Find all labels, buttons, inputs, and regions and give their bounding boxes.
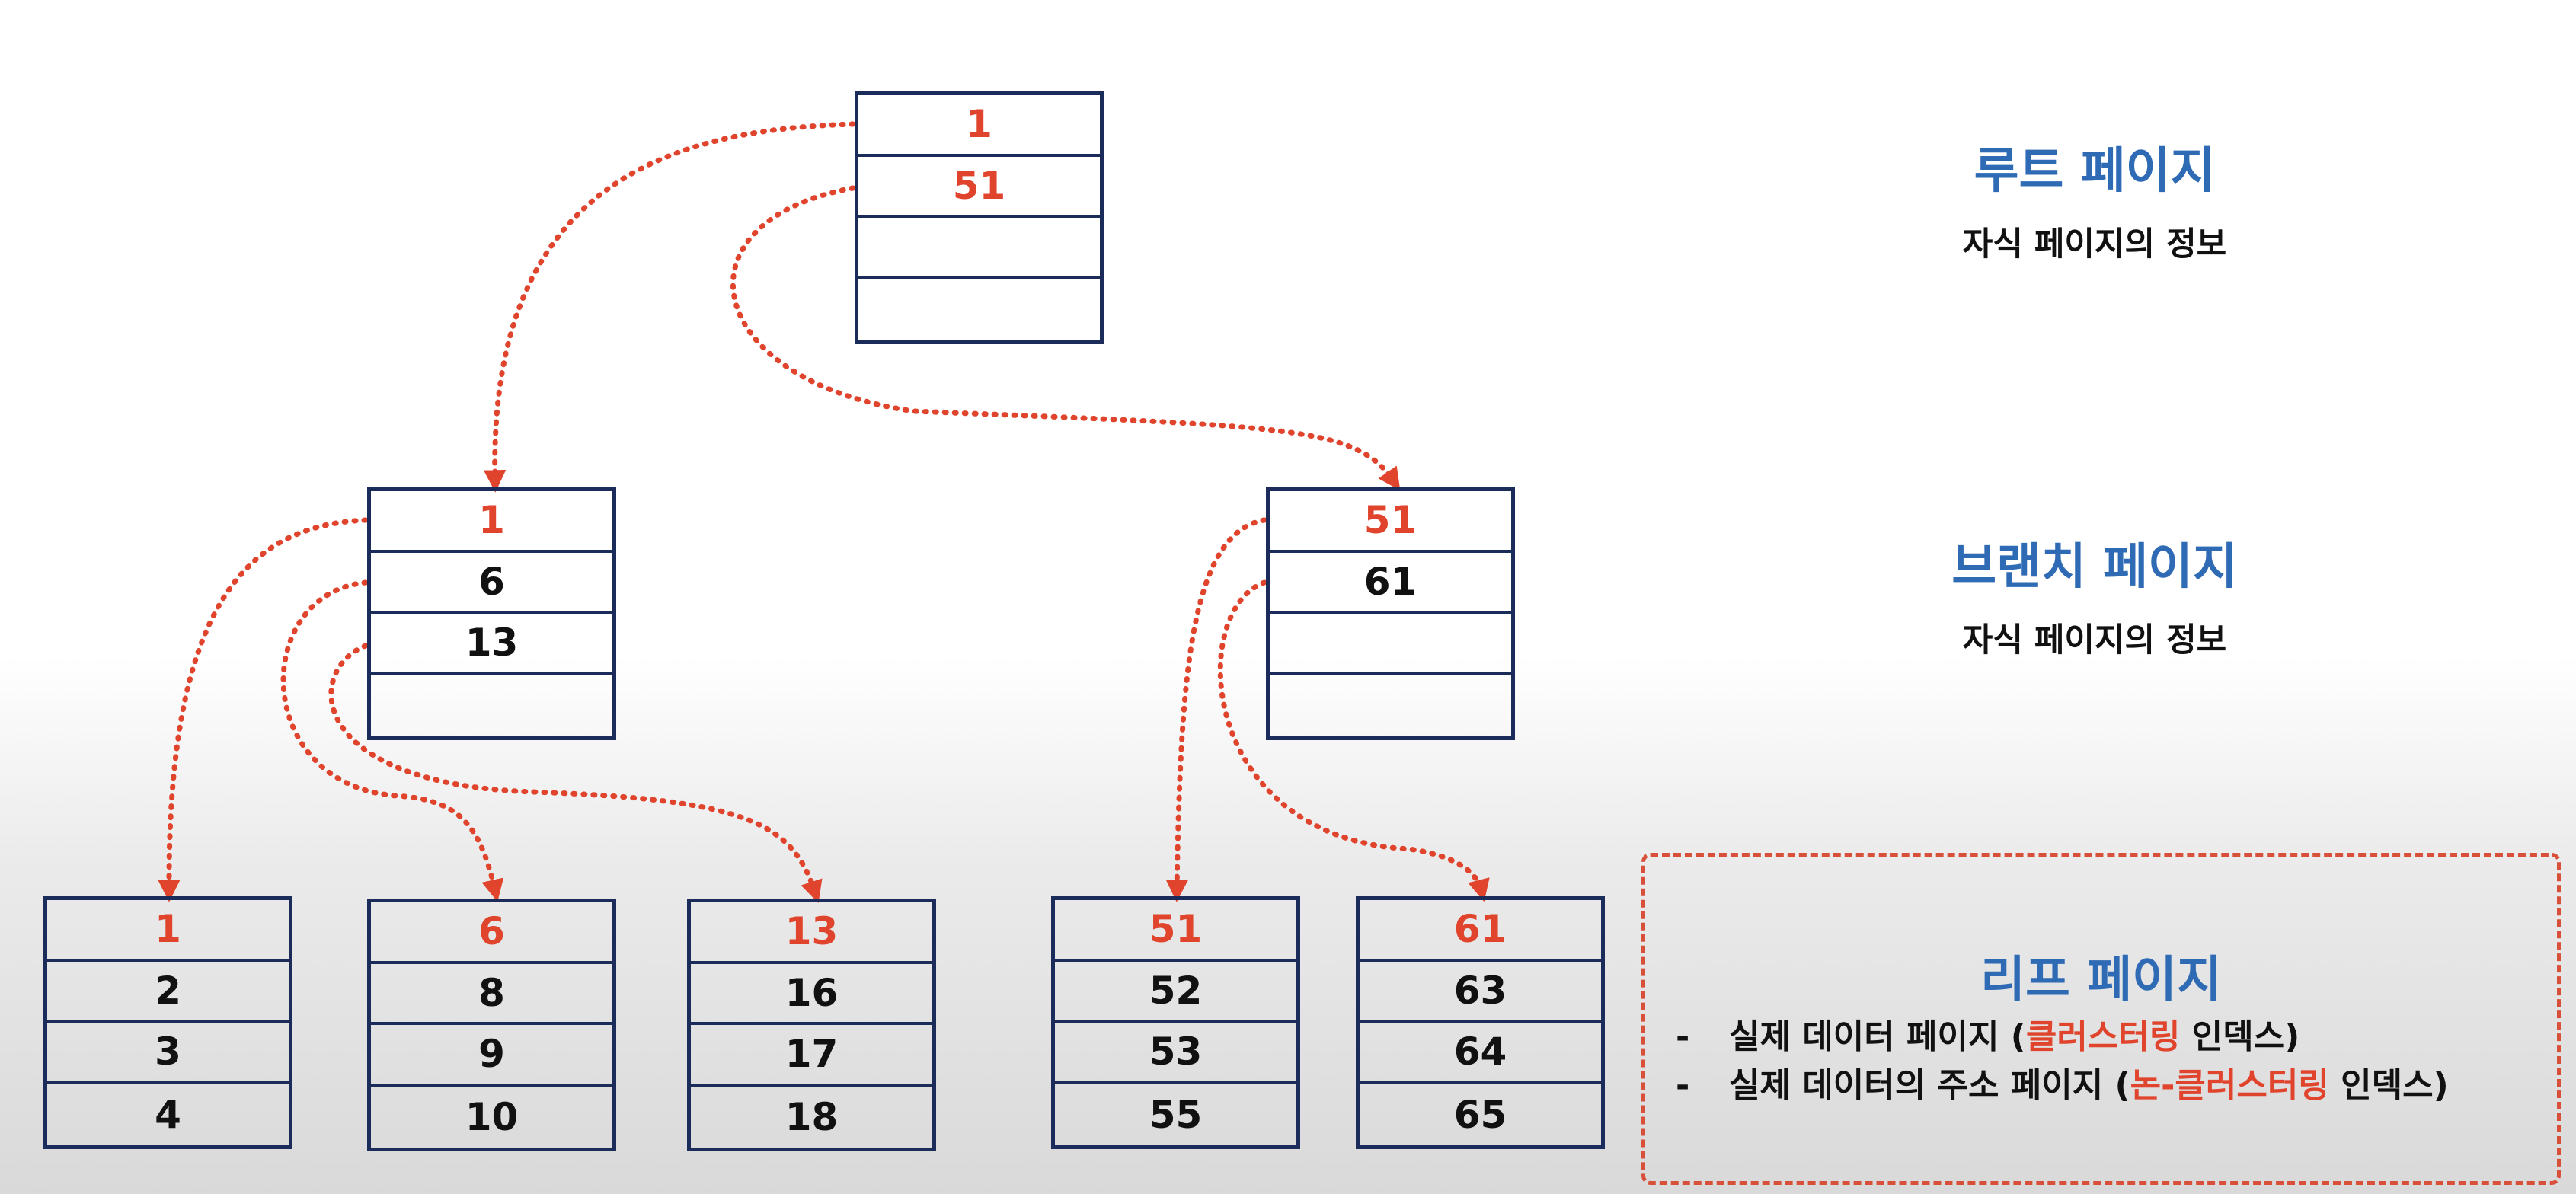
bullet-accent-non-clustering: 논-클러스터링 [2130,1066,2329,1105]
leaf-page-3: 13 16 17 18 [687,899,936,1151]
branch-key: 51 [1270,491,1511,553]
bullet-text-pre: 실제 데이터 페이지 ( [1729,1017,2026,1056]
leaf-key: 52 [1055,962,1296,1023]
leaf-key: 65 [1453,1092,1507,1137]
leaf-key: 8 [371,964,612,1025]
bullet-dash: - [1676,1017,1690,1056]
root-page-title: 루트 페이지 [1974,143,2216,200]
leaf-page-bullets: -실제 데이터 페이지 (클러스터링 인덱스) -실제 데이터의 주소 페이지 … [1676,1013,2449,1110]
bullet-text-pre: 실제 데이터의 주소 페이지 ( [1729,1066,2130,1105]
branch-key: 61 [1270,553,1511,614]
arrow-branch-1-to-leaf-1 [158,517,369,902]
root-page-desc: 자식 페이지의 정보 [1962,225,2227,264]
branch-page-label: 브랜치 페이지 자식 페이지의 정보 [1866,541,2323,661]
branch-page-title: 브랜치 페이지 [1951,539,2238,595]
leaf-key: 16 [691,964,932,1025]
branch-page-1: 1 6 13 [367,487,616,740]
leaf-key: 9 [371,1025,612,1087]
branch-empty-slot [1270,675,1511,737]
leaf-key: 18 [785,1094,839,1139]
leaf-page-2: 6 8 9 10 [367,899,616,1151]
branch-page-desc: 자식 페이지의 정보 [1962,621,2227,660]
bullet-text-post: 인덱스) [2180,1017,2300,1056]
root-page: 1 51 [855,91,1104,344]
branch-page-2: 51 61 [1266,487,1515,740]
leaf-key: 55 [1149,1092,1203,1137]
branch-key: 13 [371,614,612,675]
root-key-51: 51 [858,157,1100,218]
leaf-key: 4 [155,1092,181,1137]
leaf-key: 3 [47,1023,289,1084]
arrow-root-1-to-branch-1 [483,121,856,493]
leaf-page-5: 61 63 64 65 [1356,896,1605,1149]
leaf-key: 64 [1360,1023,1601,1084]
bullet-accent-clustering: 클러스터링 [2025,1017,2181,1056]
leaf-first-key: 1 [47,900,289,962]
branch-key: 6 [371,553,612,614]
leaf-page-4: 51 52 53 55 [1051,896,1300,1149]
leaf-page-panel: 리프 페이지 -실제 데이터 페이지 (클러스터링 인덱스) -실제 데이터의 … [1641,853,2561,1185]
leaf-key: 10 [465,1094,519,1139]
bullet-text-post: 인덱스) [2328,1066,2449,1105]
leaf-key: 53 [1055,1023,1296,1084]
leaf-key: 2 [47,962,289,1023]
leaf-page-1: 1 2 3 4 [43,896,292,1149]
leaf-page-title: 리프 페이지 [1980,952,2222,1008]
root-page-label: 루트 페이지 자식 페이지의 정보 [1866,145,2323,265]
leaf-first-key: 13 [691,902,932,964]
branch-empty-slot [1270,614,1511,675]
branch-key: 1 [371,491,612,553]
leaf-first-key: 51 [1055,900,1296,962]
arrow-branch-51-to-leaf-51 [1165,517,1267,902]
bullet-non-clustered: -실제 데이터의 주소 페이지 (논-클러스터링 인덱스) [1676,1062,2449,1110]
root-empty-slot [858,218,1100,279]
bullet-dash: - [1676,1066,1690,1105]
root-key-1: 1 [858,95,1100,157]
root-empty-slot [858,279,1100,341]
leaf-key: 17 [691,1025,932,1087]
bullet-clustered: -실제 데이터 페이지 (클러스터링 인덱스) [1676,1013,2449,1062]
branch-empty-slot [371,675,612,737]
leaf-first-key: 6 [371,902,612,964]
leaf-first-key: 61 [1360,900,1601,962]
leaf-key: 63 [1360,962,1601,1023]
